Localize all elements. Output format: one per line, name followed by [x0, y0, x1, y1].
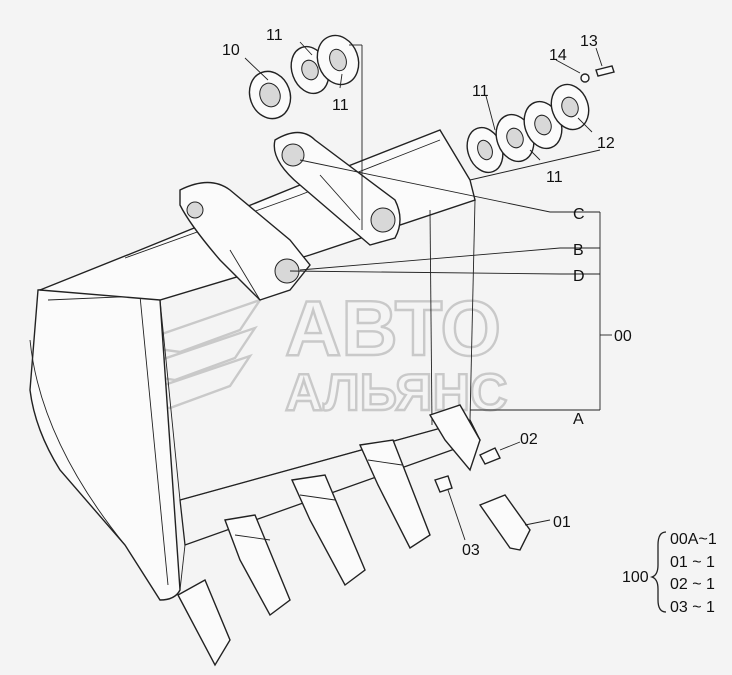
- label-11-a: 11: [266, 27, 283, 44]
- pin-parts-right: [466, 65, 615, 174]
- label-B: B: [573, 242, 584, 259]
- label-D: D: [573, 268, 585, 285]
- label-A: A: [573, 411, 584, 428]
- label-11-b: 11: [332, 97, 349, 114]
- label-03: 03: [462, 542, 480, 559]
- pin-parts-top: [248, 34, 360, 120]
- assembly-row-4: 03 ~ 1: [670, 599, 715, 616]
- watermark: АВТО АЛЬЯНС: [119, 283, 509, 423]
- label-10: 10: [222, 42, 240, 59]
- leader-lines: [244, 41, 612, 541]
- part-labels: 10 11 11 11 11 13 14 12 C B D 00 A 02 01…: [222, 27, 632, 559]
- label-12: 12: [597, 135, 615, 152]
- label-11-d: 11: [546, 169, 563, 186]
- watermark-line1: АВТО: [285, 284, 501, 372]
- assembly-row-2: 01 ~ 1: [670, 554, 715, 571]
- label-01: 01: [553, 514, 571, 531]
- assembly-list: 100 00A~1 01 ~ 1 02 ~ 1 03 ~ 1: [622, 531, 717, 616]
- watermark-line2: АЛЬЯНС: [285, 364, 508, 422]
- label-00: 00: [614, 328, 632, 345]
- loose-parts: [434, 447, 531, 551]
- label-02: 02: [520, 431, 538, 448]
- assembly-id: 100: [622, 569, 649, 586]
- label-C: C: [573, 206, 585, 223]
- label-11-c: 11: [472, 83, 489, 100]
- label-14: 14: [549, 47, 567, 64]
- bucket-teeth: [177, 404, 481, 667]
- label-13: 13: [580, 33, 598, 50]
- assembly-row-3: 02 ~ 1: [670, 576, 715, 593]
- assembly-row-1: 00A~1: [670, 531, 717, 548]
- bucket-body: [29, 129, 601, 601]
